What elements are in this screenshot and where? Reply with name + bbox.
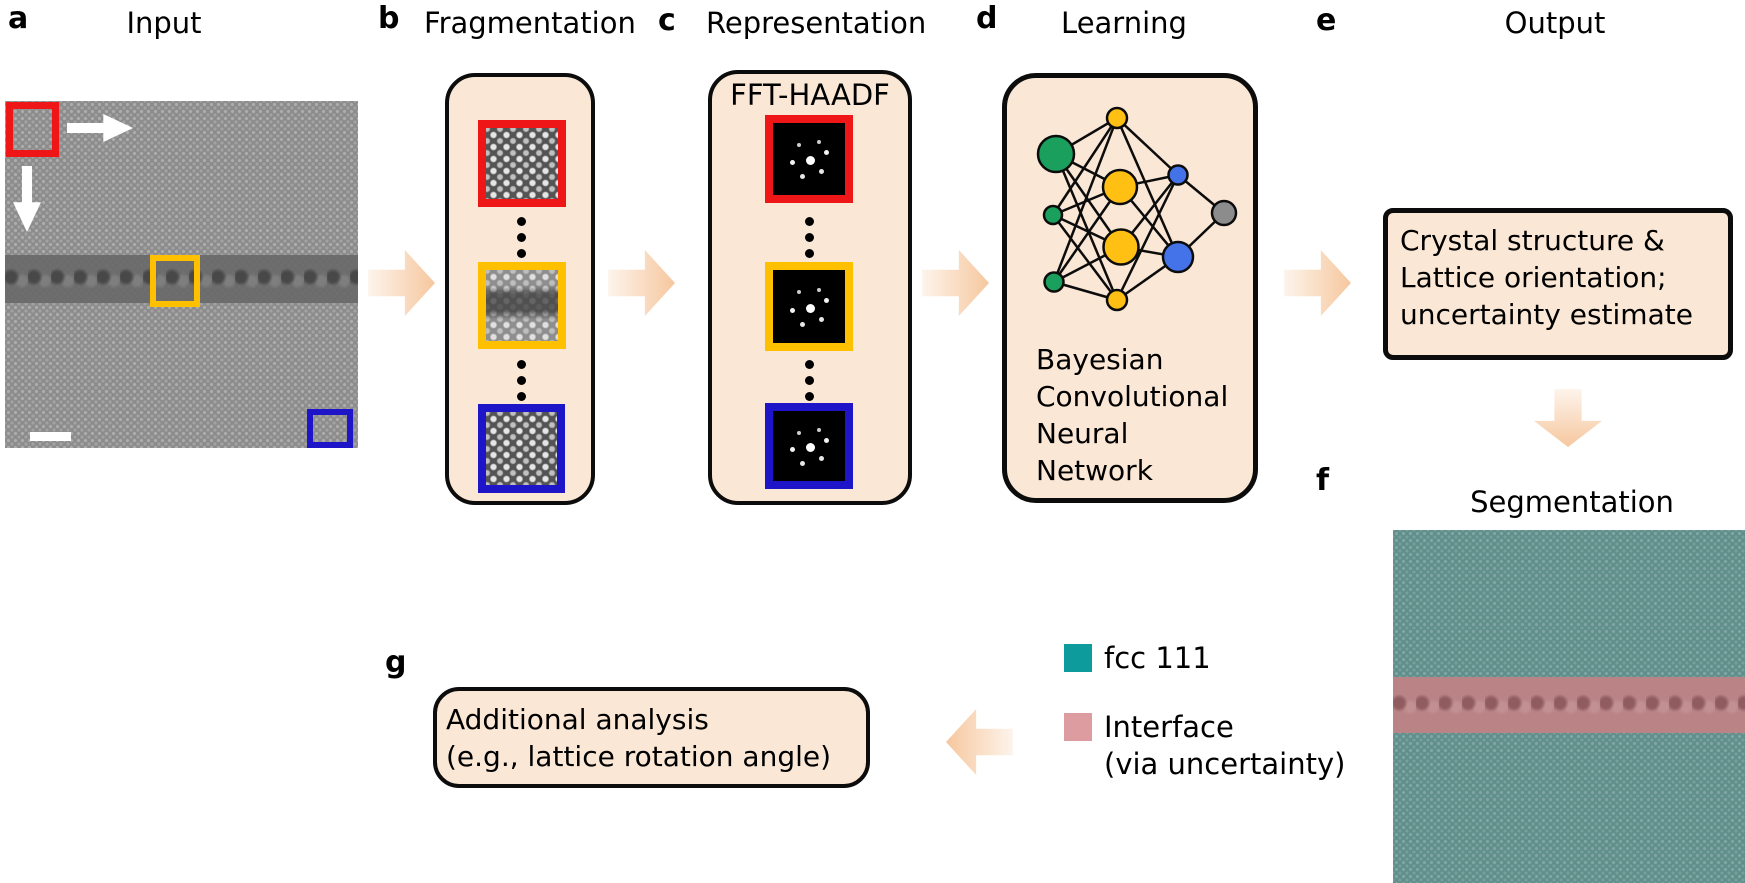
segmentation-title: Segmentation	[1470, 485, 1674, 519]
nn-hidden-node	[1105, 288, 1129, 312]
ellipsis-dots	[804, 217, 814, 265]
fragmentation-title: Fragmentation	[424, 6, 636, 40]
ellipsis-dots	[516, 360, 526, 408]
nn-caption-line: Neural	[1036, 417, 1129, 450]
nn-input-node	[1042, 204, 1064, 226]
panel-a-label: a	[8, 1, 29, 36]
segmentation-interface-band	[1393, 677, 1745, 733]
learning-title: Learning	[1061, 6, 1187, 40]
output-line: Lattice orientation;	[1400, 261, 1667, 294]
output-line: uncertainty estimate	[1400, 298, 1693, 331]
output-title: Output	[1504, 6, 1606, 40]
red-roi-box	[6, 102, 59, 157]
flow-arrow-b-c	[608, 250, 675, 316]
output-box	[1383, 208, 1733, 360]
representation-title: Representation	[706, 6, 927, 40]
flow-arrow-d-e	[1284, 250, 1351, 316]
segmentation-image	[1393, 530, 1745, 883]
interface-band	[5, 255, 358, 303]
scan-right-arrow	[67, 114, 133, 142]
panel-g-label: g	[385, 645, 407, 680]
fragment-red	[478, 120, 566, 207]
analysis-line: (e.g., lattice rotation angle)	[446, 740, 832, 773]
yellow-roi-box	[150, 255, 200, 307]
analysis-box-text: Additional analysis (e.g., lattice rotat…	[446, 701, 831, 775]
legend-interface-line: Interface	[1104, 710, 1234, 744]
nn-hidden-node	[1101, 168, 1139, 206]
nn-caption-line: Convolutional	[1036, 380, 1229, 413]
flow-arrow-c-d	[922, 250, 989, 316]
panel-e-label: e	[1316, 3, 1337, 38]
nn-hidden-node	[1161, 240, 1195, 274]
output-box-text: Crystal structure & Lattice orientation;…	[1400, 222, 1693, 333]
panel-d-label: d	[976, 1, 998, 36]
nn-output-node	[1210, 199, 1238, 227]
scale-bar	[30, 432, 71, 441]
nn-edges	[1051, 116, 1225, 302]
nn-caption-line: Network	[1036, 454, 1153, 487]
nn-caption: Bayesian Convolutional Neural Network	[1036, 341, 1228, 489]
legend-interface-swatch	[1064, 713, 1092, 741]
fft-red	[765, 115, 853, 203]
legend-fcc-swatch	[1064, 644, 1092, 672]
analysis-box	[433, 687, 870, 788]
nn-input-node	[1043, 271, 1065, 293]
nn-diagram	[1036, 106, 1238, 312]
flow-arrow-legend-g	[946, 709, 1013, 775]
nn-input-node	[1036, 134, 1076, 174]
fft-blue	[765, 403, 853, 489]
blue-roi-box	[307, 409, 353, 448]
fragment-blue	[478, 404, 565, 493]
stem-input-image	[5, 101, 358, 448]
flow-arrow-e-f	[1534, 389, 1602, 447]
panel-b-label: b	[378, 1, 400, 36]
nn-hidden-node	[1167, 164, 1189, 186]
nn-hidden-node	[1102, 228, 1140, 266]
output-line: Crystal structure &	[1400, 224, 1665, 257]
ellipsis-dots	[804, 360, 814, 408]
legend-interface-line: (via uncertainty)	[1104, 747, 1346, 781]
nn-hidden-node	[1105, 106, 1129, 130]
nn-caption-line: Bayesian	[1036, 343, 1164, 376]
fragment-yellow	[478, 262, 566, 349]
panel-f-label: f	[1316, 463, 1330, 498]
legend-fcc-label: fcc 111	[1104, 641, 1211, 675]
fft-haadf-label: FFT-HAADF	[730, 78, 890, 112]
analysis-line: Additional analysis	[446, 703, 709, 736]
legend-interface-label: Interface (via uncertainty)	[1104, 709, 1345, 783]
ellipsis-dots	[516, 217, 526, 265]
scan-down-arrow	[13, 166, 41, 232]
flow-arrow-a-b	[368, 250, 435, 316]
fft-yellow	[765, 262, 853, 351]
input-title: Input	[126, 6, 202, 40]
panel-c-label: c	[658, 3, 676, 38]
